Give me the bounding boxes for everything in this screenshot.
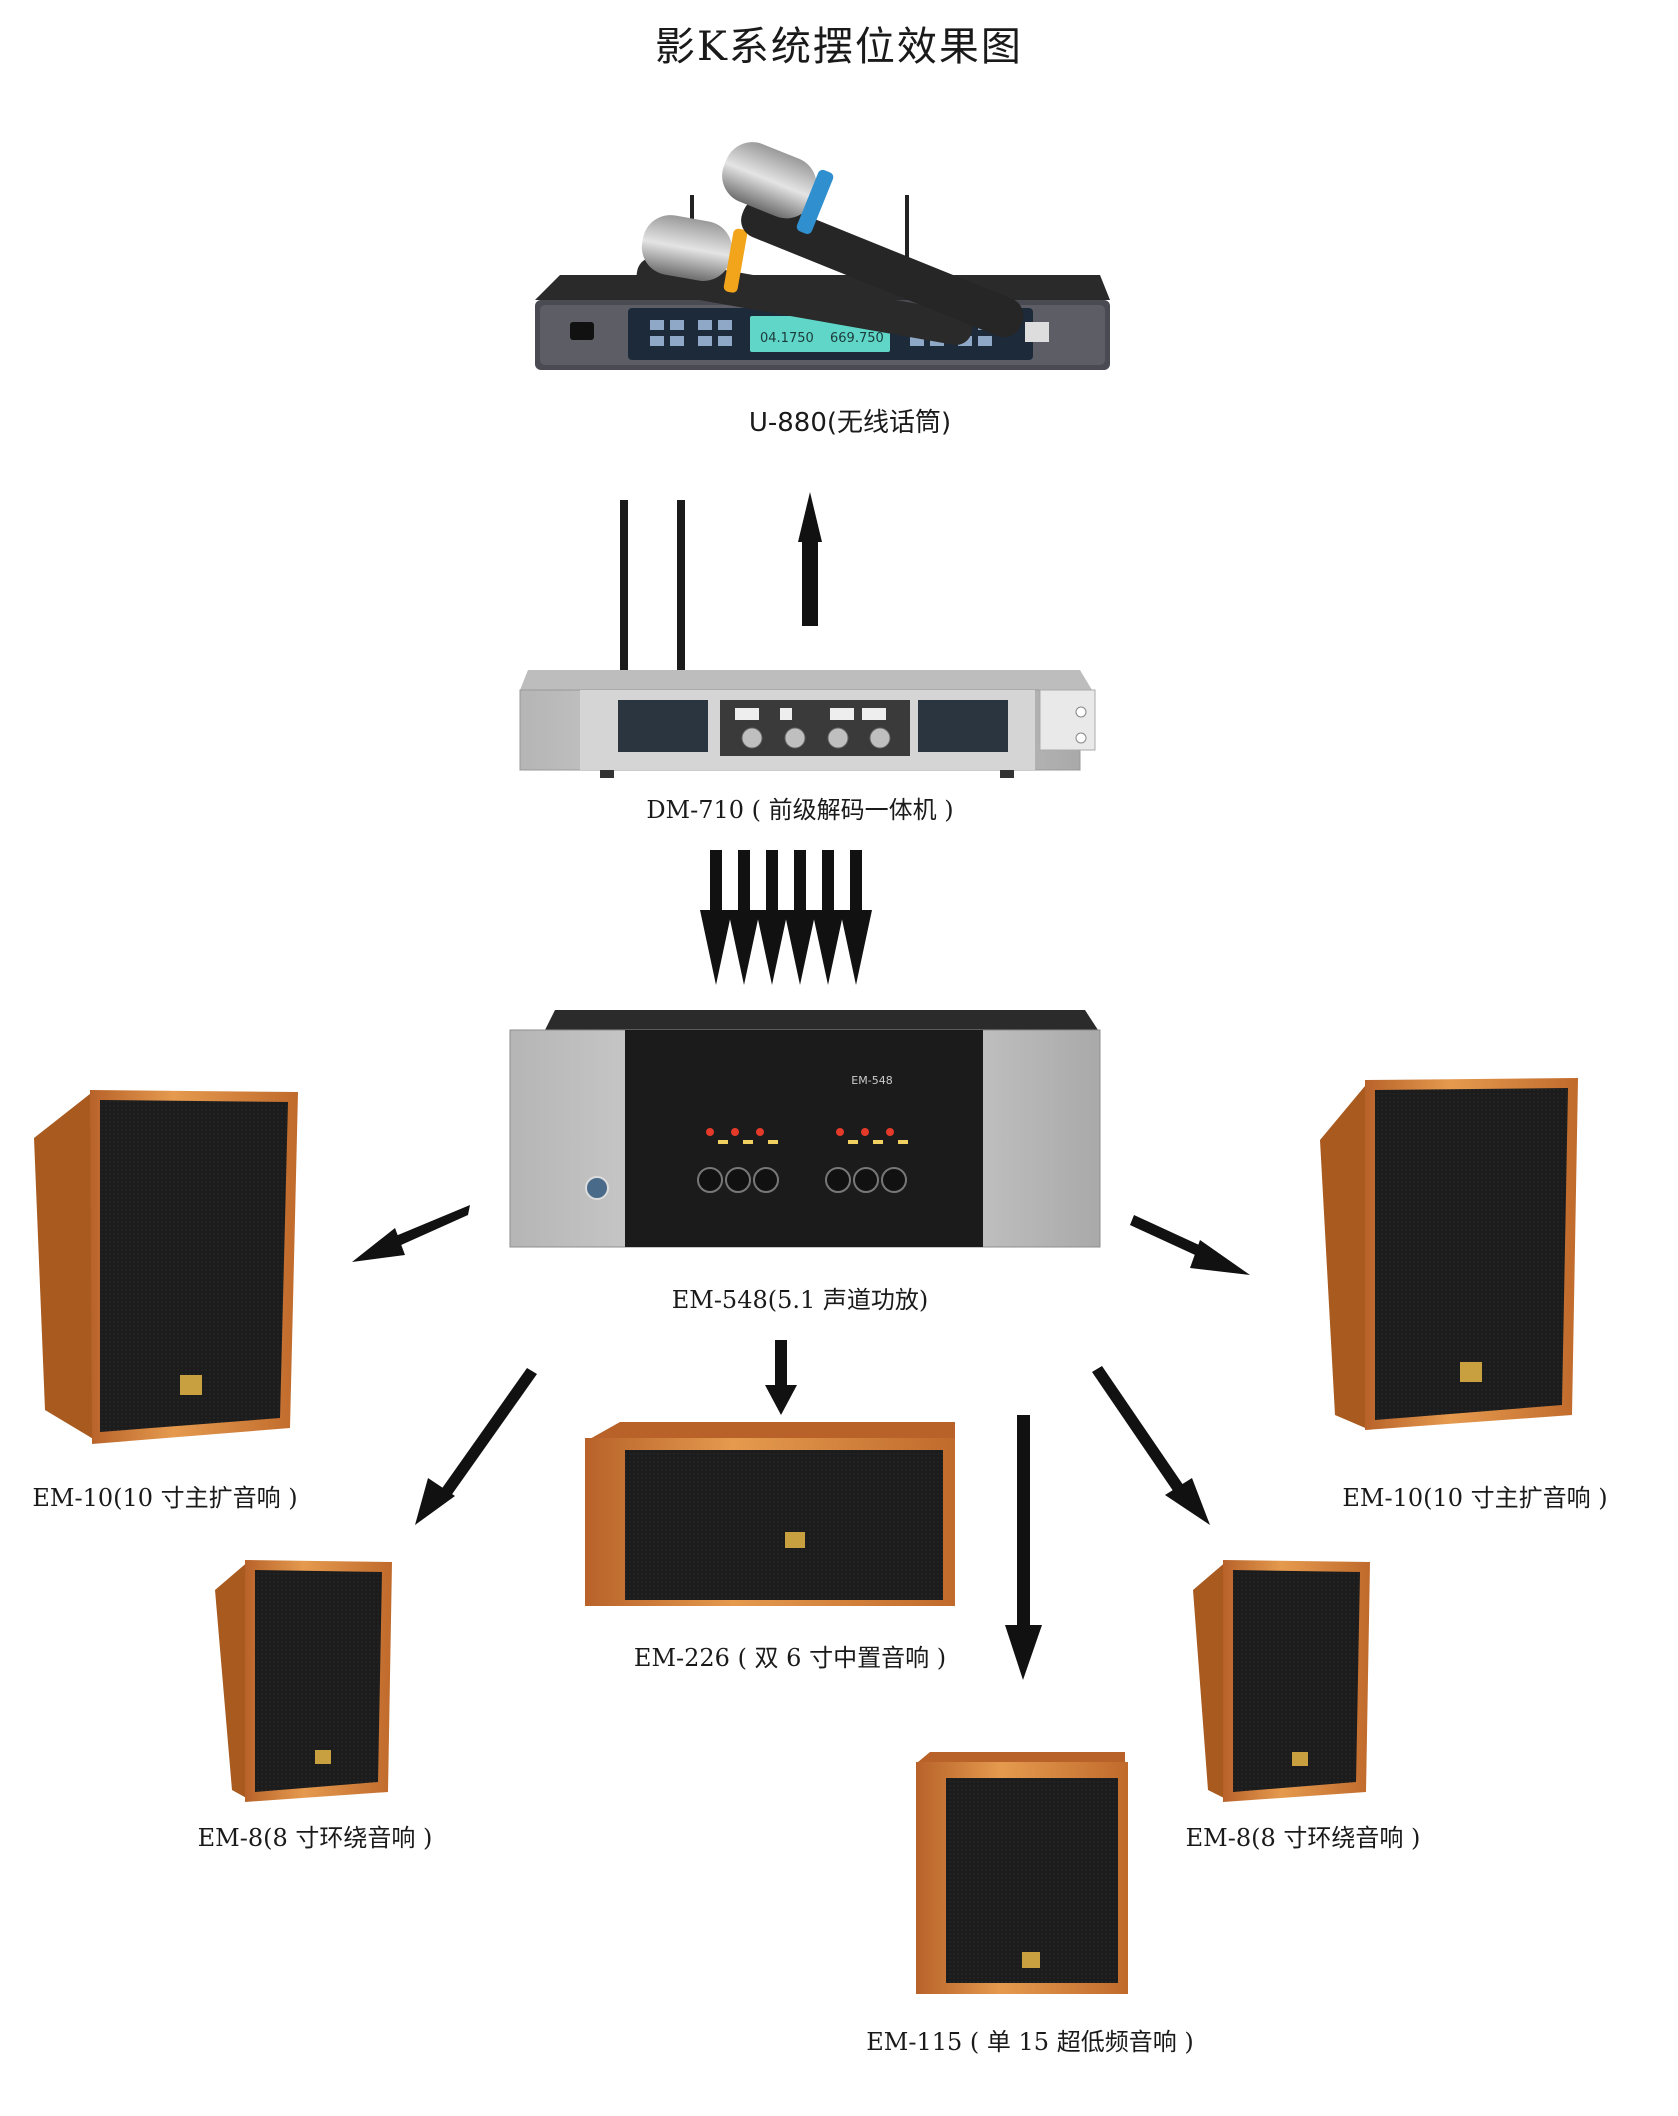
arrow-to-center-icon	[765, 1340, 797, 1415]
main-left-label: EM-10(10 寸主扩音响 )	[32, 1484, 298, 1512]
main-right-label: EM-10(10 寸主扩音响 )	[1342, 1484, 1608, 1512]
decoder-label: DM-710 ( 前级解码一体机 )	[646, 796, 954, 824]
subwoofer	[916, 1752, 1128, 1994]
main-speaker-left	[34, 1090, 298, 1444]
handheld-mic-1	[636, 215, 973, 345]
main-speaker-right	[1320, 1078, 1578, 1430]
page-title: 影K系统摆位效果图	[655, 24, 1023, 70]
arrow-to-surround-right-icon	[1092, 1366, 1210, 1525]
lcd-readout-right: 669.750	[830, 331, 884, 346]
amplifier-unit: EM-548	[509, 1010, 1101, 1248]
lcd-readout-left: 04.1750	[760, 331, 814, 346]
wireless-mic-receiver: 04.1750 669.750	[535, 195, 1110, 370]
decoder-unit	[519, 500, 1096, 778]
surround-right-label: EM-8(8 寸环绕音响 )	[1185, 1824, 1421, 1852]
amp-panel-model: EM-548	[851, 1074, 892, 1087]
brand-badge-icon	[180, 1375, 202, 1395]
brand-badge-icon	[315, 1750, 331, 1764]
brand-badge-icon	[1292, 1752, 1308, 1766]
handheld-mic-2	[722, 142, 1024, 338]
amp-label: EM-548(5.1 声道功放)	[671, 1286, 929, 1314]
arrow-up-icon	[798, 492, 822, 626]
mic-color-ring-blue	[796, 169, 834, 235]
power-button-icon	[585, 1176, 609, 1200]
arrow-to-main-right-icon	[1130, 1215, 1250, 1275]
brand-badge-icon	[1460, 1362, 1482, 1382]
arrow-bundle-down-icon	[700, 850, 872, 985]
surround-left-label: EM-8(8 寸环绕音响 )	[197, 1824, 433, 1852]
arrow-to-subwoofer-icon	[1005, 1415, 1042, 1680]
center-speaker	[585, 1422, 955, 1606]
mic-color-ring-orange	[723, 228, 748, 293]
mic-label: U-880(无线话筒)	[748, 408, 952, 438]
brand-badge-icon	[1022, 1952, 1040, 1968]
subwoofer-label: EM-115 ( 单 15 超低频音响 )	[866, 2028, 1194, 2056]
brand-badge-icon	[785, 1532, 805, 1548]
arrow-to-main-left-icon	[352, 1205, 470, 1262]
surround-speaker-right	[1193, 1560, 1370, 1802]
arrow-to-surround-left-icon	[415, 1368, 537, 1525]
center-label: EM-226 ( 双 6 寸中置音响 )	[633, 1644, 947, 1672]
surround-speaker-left	[215, 1560, 392, 1802]
